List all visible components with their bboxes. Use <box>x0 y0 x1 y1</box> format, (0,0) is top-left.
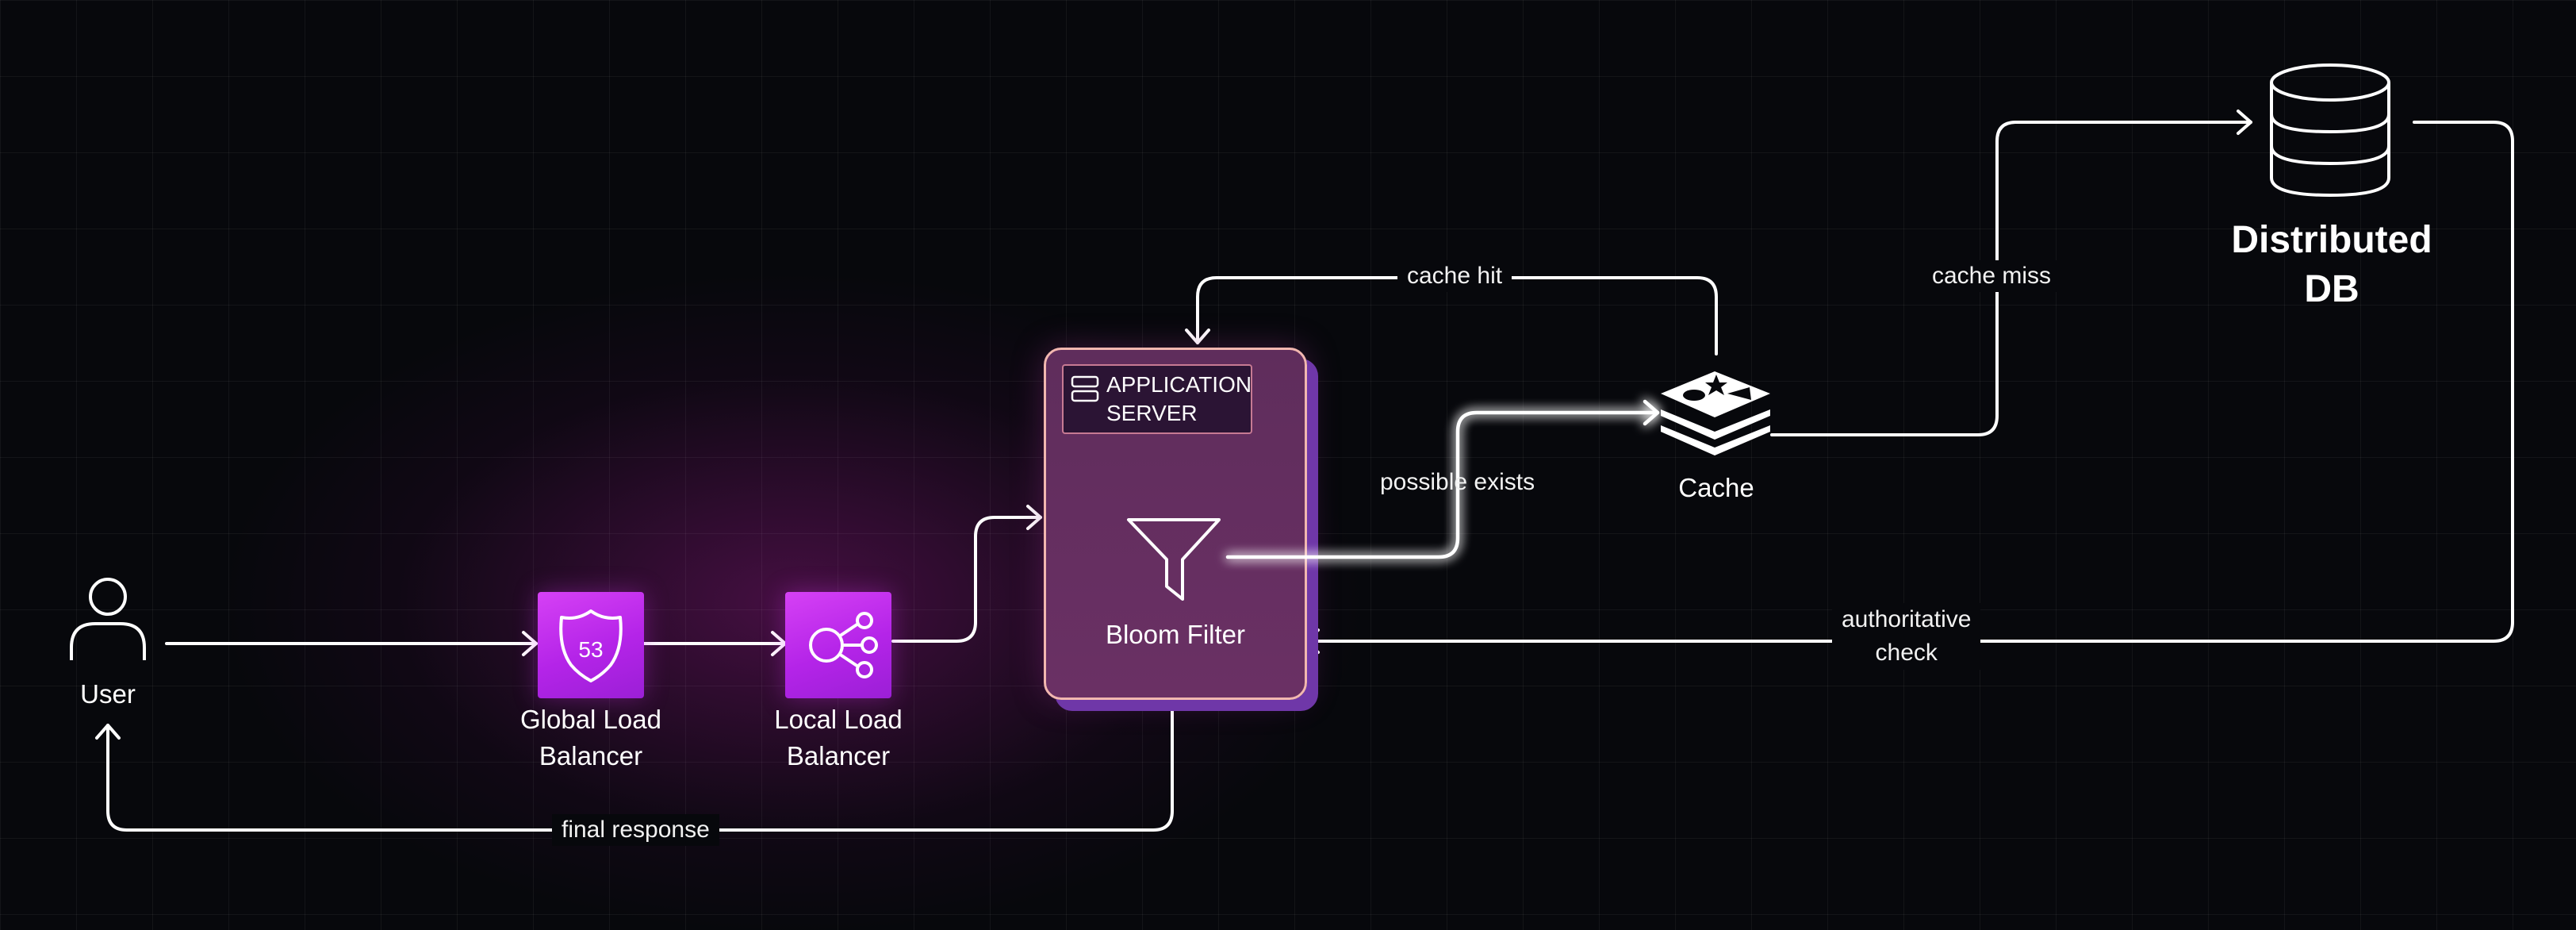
cache-miss-label: cache miss <box>1922 260 2061 292</box>
global-lb-line1: Global Load <box>520 705 661 734</box>
authoritative-line1: authoritative <box>1842 606 1972 632</box>
application-server-title: APPLICATION SERVER <box>1106 371 1252 428</box>
edge-authoritative-check <box>1304 121 2514 643</box>
bloom-filter-label: Bloom Filter <box>1105 620 1246 649</box>
local-lb-line2: Balancer <box>786 741 891 771</box>
possible-exists-label: possible exists <box>1380 469 1535 495</box>
global-load-balancer-node[interactable]: 53 <box>538 592 644 698</box>
user-icon[interactable] <box>65 575 151 663</box>
authoritative-check-label: authoritative check <box>1832 603 1981 670</box>
route53-icon: 53 <box>559 609 623 682</box>
global-load-balancer-label: Global Load Balancer <box>464 701 718 774</box>
application-server-node[interactable]: APPLICATION SERVER Bloom Filter <box>1044 348 1307 700</box>
arrowhead <box>1026 505 1042 530</box>
distributed-db-label: Distributed DB <box>2205 216 2459 314</box>
local-lb-line1: Local Load <box>774 705 903 734</box>
application-server-tag: APPLICATION SERVER <box>1062 364 1252 434</box>
arrowhead <box>2237 110 2252 135</box>
arrowhead <box>95 724 121 740</box>
final-response-label: final response <box>552 814 719 846</box>
cache-hit-label: cache hit <box>1397 260 1512 292</box>
local-load-balancer-node[interactable] <box>785 592 891 698</box>
edge-possible-exists <box>1225 410 1660 559</box>
app-tag-line2: SERVER <box>1106 401 1198 425</box>
authoritative-line2: check <box>1875 640 1938 666</box>
arrowhead <box>522 631 538 656</box>
db-line2: DB <box>2304 268 2359 310</box>
server-icon <box>1071 375 1099 402</box>
redis-icon[interactable] <box>1658 365 1773 459</box>
arrowhead <box>1185 329 1210 344</box>
user-label: User <box>80 679 136 709</box>
arrowhead <box>1643 399 1660 426</box>
route53-badge: 53 <box>578 637 603 662</box>
database-icon[interactable] <box>2265 60 2395 203</box>
local-load-balancer-label: Local Load Balancer <box>711 701 965 774</box>
global-lb-line2: Balancer <box>539 741 643 771</box>
funnel-icon <box>1127 518 1221 601</box>
db-line1: Distributed <box>2231 219 2432 261</box>
cache-label: Cache <box>1678 473 1754 502</box>
load-balancer-icon <box>809 612 878 678</box>
app-tag-line1: APPLICATION <box>1106 372 1252 397</box>
edge-local-lb-to-app <box>891 516 1042 643</box>
